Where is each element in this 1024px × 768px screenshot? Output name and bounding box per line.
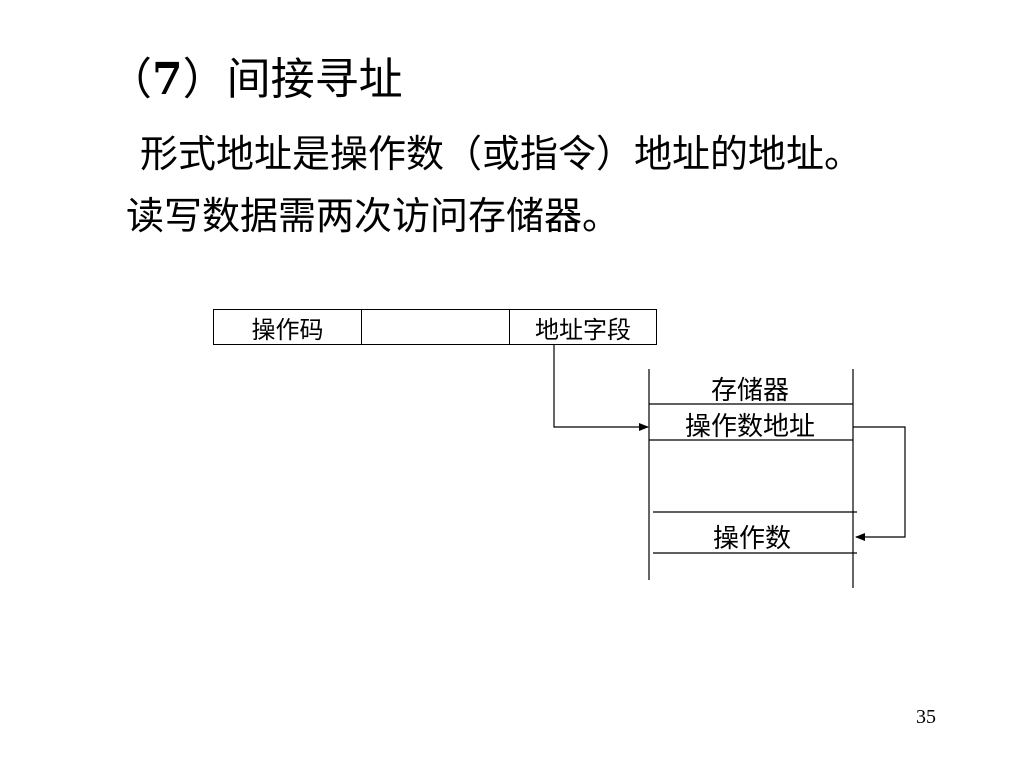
slide-title: （7）间接寻址 [108, 50, 403, 110]
opcode-cell: 操作码 [214, 310, 362, 344]
operand-cell: 操作数 [712, 524, 792, 554]
page-number: 35 [916, 706, 936, 728]
arrow-pointer-to-operand [853, 426, 906, 541]
title-prefix: （ [108, 54, 152, 105]
description-line-2: 读写数据需两次访问存储器。 [126, 194, 621, 238]
instruction-format-box: 操作码 地址字段 [213, 309, 657, 345]
description-line-1: 形式地址是操作数（或指令）地址的地址。 [140, 132, 863, 176]
title-text: ）间接寻址 [182, 54, 403, 105]
address-field-cell: 地址字段 [535, 315, 631, 344]
memory-label: 存储器 [710, 376, 790, 406]
title-number: 7 [152, 54, 183, 105]
blank-cell [362, 310, 510, 344]
operand-address-cell: 操作数地址 [684, 412, 816, 442]
arrow-address-to-memory [553, 345, 649, 431]
